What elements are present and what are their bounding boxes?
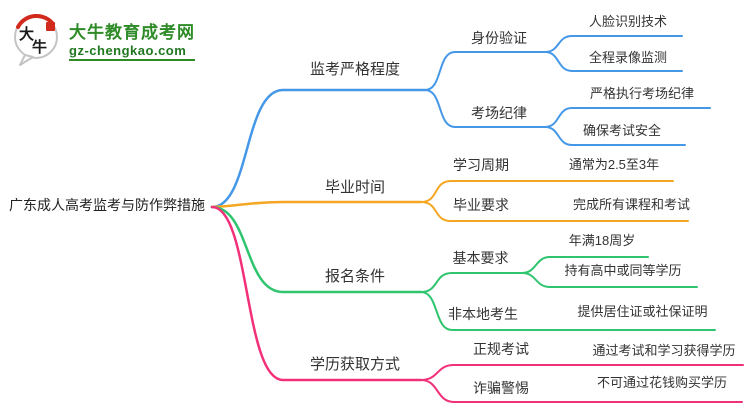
node-graduation-time[interactable]: 毕业时间 <box>324 179 385 196</box>
branch-wires-registration <box>210 205 716 331</box>
node-registration-conditions[interactable]: 报名条件 <box>324 268 385 285</box>
node-fraud-alert[interactable]: 诈骗警惕 <box>473 380 529 396</box>
node-complete-all-courses-exams[interactable]: 完成所有课程和考试 <box>572 197 690 212</box>
branch-wires-diploma <box>210 205 744 403</box>
branch-wires-graduation <box>210 180 689 222</box>
node-non-local-candidates[interactable]: 非本地考生 <box>448 306 518 322</box>
logo-title: 大牛教育成考网 <box>69 22 195 42</box>
node-diploma-acquisition[interactable]: 学历获取方式 <box>309 356 400 373</box>
node-graduation-requirements[interactable]: 毕业要求 <box>453 197 509 213</box>
logo-url: gz-chengkao.com <box>69 43 195 61</box>
node-ensure-exam-safety[interactable]: 确保考试安全 <box>582 123 661 138</box>
node-obtain-via-exams-study[interactable]: 通过考试和学习获得学历 <box>592 343 736 358</box>
node-exam-room-discipline[interactable]: 考场纪律 <box>471 105 527 121</box>
logo-text: 大牛教育成考网 gz-chengkao.com <box>69 18 195 61</box>
logo-bull-icon: 大 牛 <box>14 13 58 66</box>
node-face-recognition[interactable]: 人脸识别技术 <box>588 14 667 29</box>
node-full-video-monitoring[interactable]: 全程录像监测 <box>588 50 667 65</box>
node-supervision-strictness[interactable]: 监考严格程度 <box>309 61 400 78</box>
node-identity-verification[interactable]: 身份验证 <box>471 30 527 46</box>
node-basic-requirements[interactable]: 基本要求 <box>452 250 509 266</box>
site-logo[interactable]: 大 牛 大牛教育成考网 gz-chengkao.com <box>10 11 195 67</box>
node-strict-discipline-enforcement[interactable]: 严格执行考场纪律 <box>589 86 694 101</box>
node-residence-or-social-security-proof[interactable]: 提供居住证或社保证明 <box>577 304 708 319</box>
node-age-18[interactable]: 年满18周岁 <box>568 233 636 248</box>
logo-char-niu: 牛 <box>32 38 47 56</box>
branch-wires-supervision <box>210 35 711 209</box>
logo-char-da: 大 <box>19 25 34 43</box>
node-cannot-buy-diploma[interactable]: 不可通过花钱购买学历 <box>596 375 727 390</box>
node-high-school-diploma[interactable]: 持有高中或同等学历 <box>564 263 682 278</box>
node-study-period[interactable]: 学习周期 <box>453 157 509 173</box>
root-node[interactable]: 广东成人高考监考与防作弊措施 <box>9 197 205 213</box>
node-usually-2-5-to-3-years[interactable]: 通常为2.5至3年 <box>568 157 660 172</box>
node-formal-exams[interactable]: 正规考试 <box>473 341 529 357</box>
